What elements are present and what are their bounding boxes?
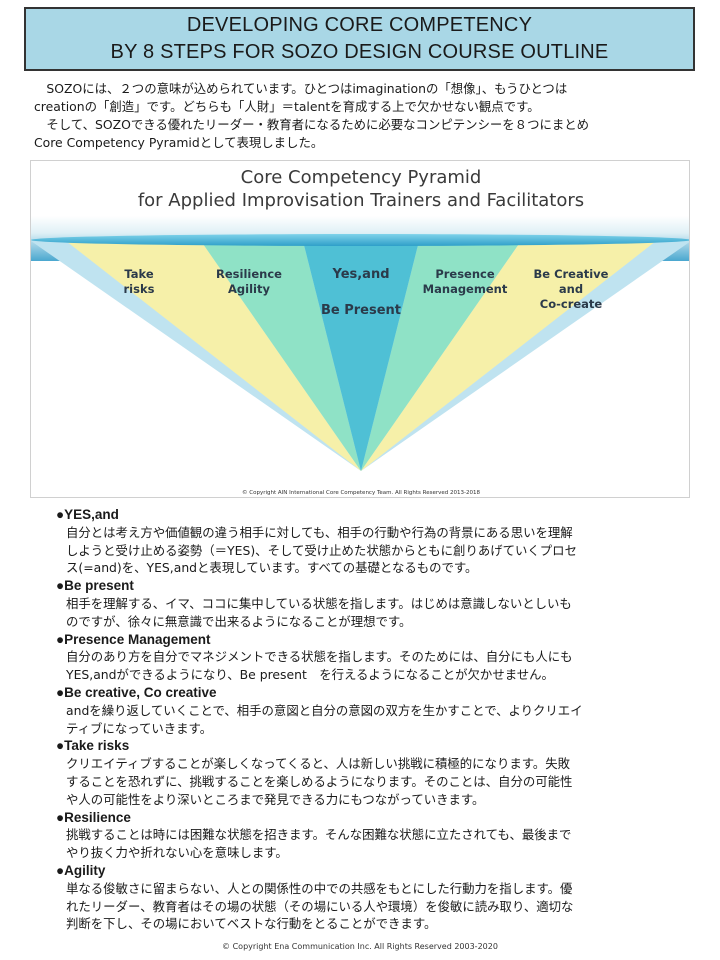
section-heading: ●Take risks <box>56 738 130 754</box>
competency-sections: ●YES,and 自分とは考え方や価値観の違う相手に対しても、相手の行動や行為の… <box>56 506 696 933</box>
title-line-1: DEVELOPING CORE COMPETENCY <box>186 14 533 36</box>
label-take-risks-2: risks <box>124 282 155 296</box>
section-heading: ●Agility <box>56 862 106 878</box>
section-line: ス(=and)を、YES,andと表現しています。すべての基礎となるものです。 <box>66 560 478 576</box>
label-presence-2: Management <box>423 282 508 296</box>
pyramid-title-1: Core Competency Pyramid <box>241 167 482 188</box>
section-resilience: ●Resilience 挑戦することは時には困難な状態を招きます。そんな困難な状… <box>56 809 696 862</box>
intro-paragraph: SOZOには、２つの意味が込められています。ひとつはimaginationの「想… <box>34 80 696 152</box>
intro-line: そして、SOZOできる優れたリーダー・教育者になるために必要なコンピテンシーを８… <box>34 117 590 132</box>
section-be-creative: ●Be creative, Co creative andを繰り返していくことで… <box>56 684 696 737</box>
label-creative-1: Be Creative <box>534 267 609 281</box>
pyramid-copyright: © Copyright AIN International Core Compe… <box>242 489 480 496</box>
section-line: 自分のあり方を自分でマネジメントできる状態を指します。そのためには、自分にも人に… <box>66 649 573 665</box>
intro-line: SOZOには、２つの意味が込められています。ひとつはimaginationの「想… <box>34 81 568 96</box>
section-agility: ●Agility 単なる俊敏さに留まらない、人との関係性の中での共感をもとにした… <box>56 862 696 933</box>
pyramid-rim <box>31 234 689 246</box>
label-take-risks-1: Take <box>124 267 153 281</box>
label-presence-1: Presence <box>435 267 495 281</box>
wedge-resilience <box>201 241 361 471</box>
section-line: 挑戦することは時には困難な状態を招きます。そんな困難な状態に立たされても、最後ま… <box>66 827 572 843</box>
section-take-risks: ●Take risks クリエイティブすることが楽しくなってくると、人は新しい挑… <box>56 737 696 808</box>
pyramid-title-2: for Applied Improvisation Trainers and F… <box>138 190 584 211</box>
section-presence-management: ●Presence Management 自分のあり方を自分でマネジメントできる… <box>56 631 696 684</box>
title-line-2: BY 8 STEPS FOR SOZO DESIGN COURSE OUTLIN… <box>110 41 609 63</box>
section-line: ティブになっていきます。 <box>66 720 213 736</box>
section-heading: ●Be present <box>56 578 134 594</box>
section-heading: ●Presence Management <box>56 631 211 647</box>
footer-copyright: © Copyright Ena Communication Inc. All R… <box>222 942 498 951</box>
section-line: クリエイティブすることが楽しくなってくると、人は新しい挑戦に積極的になります。失… <box>66 756 571 772</box>
section-line: することを恐れずに、挑戦することを楽しめるようになります。そのことは、自分の可能… <box>66 773 573 789</box>
section-be-present: ●Be present 相手を理解する、イマ、ココに集中している状態を指します。… <box>56 577 696 630</box>
section-line: YES,andができるようになり、Be present を行えるようになることが… <box>66 667 554 683</box>
intro-line: creationの「創造」です。どちらも「人財」＝talentを育成する上で欠か… <box>34 99 540 114</box>
section-line: や人の可能性をより深いところまで発見できる力にもつながっていきます。 <box>66 791 485 807</box>
title-box: DEVELOPING CORE COMPETENCY BY 8 STEPS FO… <box>24 7 695 71</box>
section-yes-and: ●YES,and 自分とは考え方や価値観の違う相手に対しても、相手の行動や行為の… <box>56 506 696 577</box>
label-resilience-1: Resilience <box>216 267 282 281</box>
section-line: れたリーダー、教育者はその場の状態（その場にいる人や環境）を俊敏に読み取り、適切… <box>66 898 574 914</box>
section-line: しようと受け止める姿勢（＝YES)、そして受け止めた状態からともに創りあげていく… <box>66 542 577 558</box>
intro-line: Core Competency Pyramidとして表現しました。 <box>34 135 324 150</box>
label-be-present: Be Present <box>321 303 401 318</box>
wedge-yes-and <box>303 241 419 471</box>
section-heading: ●Be creative, Co creative <box>56 684 217 700</box>
wedge-creative <box>361 241 656 471</box>
label-creative-3: Co-create <box>540 297 603 311</box>
section-heading: ●Resilience <box>56 809 131 825</box>
core-competency-pyramid-figure: Core Competency Pyramid for Applied Impr… <box>30 160 690 498</box>
label-resilience-2: Agility <box>228 282 270 296</box>
section-line: andを繰り返していくことで、相手の意図と自分の意図の双方を生かすことで、よりク… <box>66 702 583 718</box>
label-creative-2: and <box>559 282 583 296</box>
label-yes-and: Yes,and <box>331 267 389 282</box>
pyramid-svg: Core Competency Pyramid for Applied Impr… <box>31 161 689 496</box>
section-line: のですが、徐々に無意識で出来るようになることが理想です。 <box>66 613 412 629</box>
section-line: やり抜く力や折れない心を意味します。 <box>66 845 288 861</box>
section-heading: ●YES,and <box>56 507 119 522</box>
section-line: 単なる俊敏さに留まらない、人との関係性の中での共感をもとにした行動力を指します。… <box>66 880 573 896</box>
section-line: 相手を理解する、イマ、ココに集中している状態を指します。はじめは意識しないとしい… <box>66 595 572 611</box>
section-line: 判断を下し、その場においてベストな行動をとることができます。 <box>66 916 437 932</box>
section-line: 自分とは考え方や価値観の違う相手に対しても、相手の行動や行為の背景にある思いを理… <box>66 524 573 540</box>
wedge-take-risks <box>66 241 361 471</box>
